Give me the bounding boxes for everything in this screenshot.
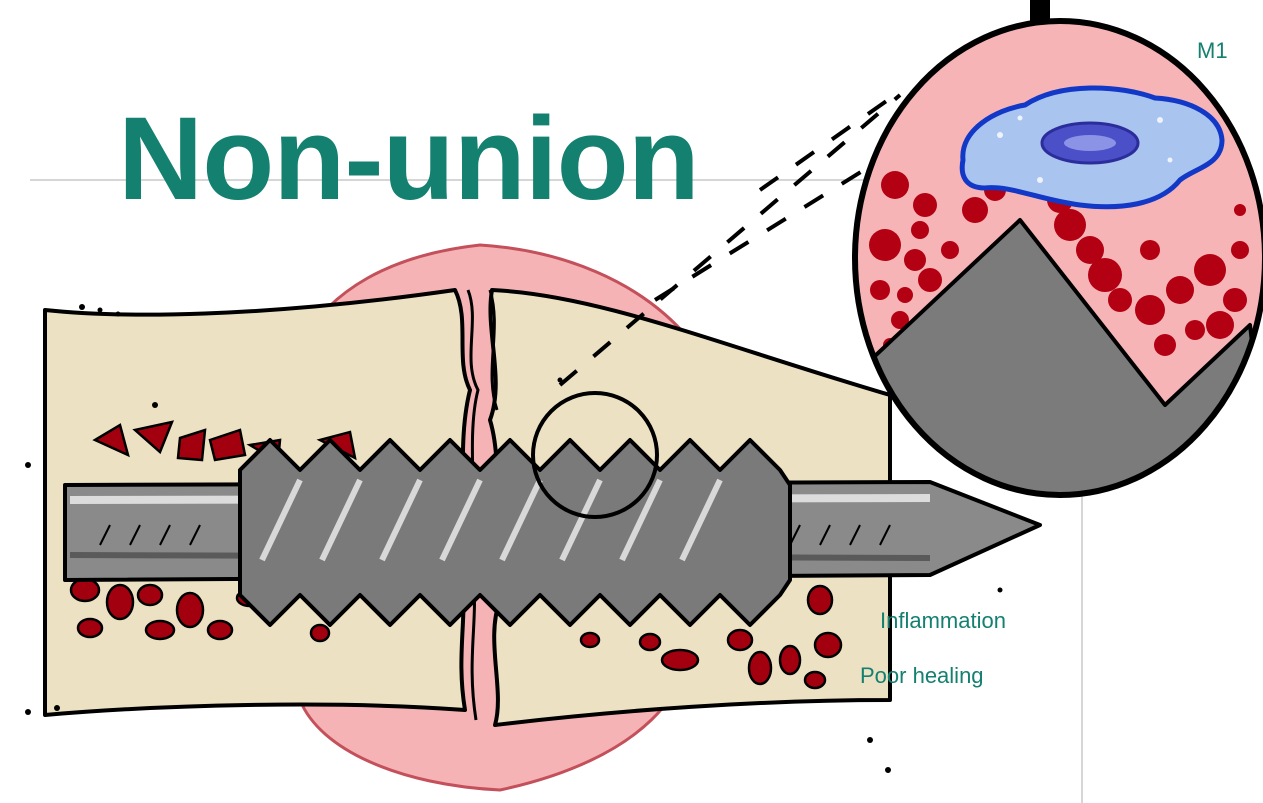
slide-title: Non-union	[118, 100, 699, 218]
label-poor-healing: Poor healing	[860, 663, 984, 689]
label-magnified-cell: M1	[1197, 38, 1228, 64]
cropped-shape-fragment	[1030, 0, 1050, 22]
label-inflammation: Inflammation	[880, 608, 1006, 634]
